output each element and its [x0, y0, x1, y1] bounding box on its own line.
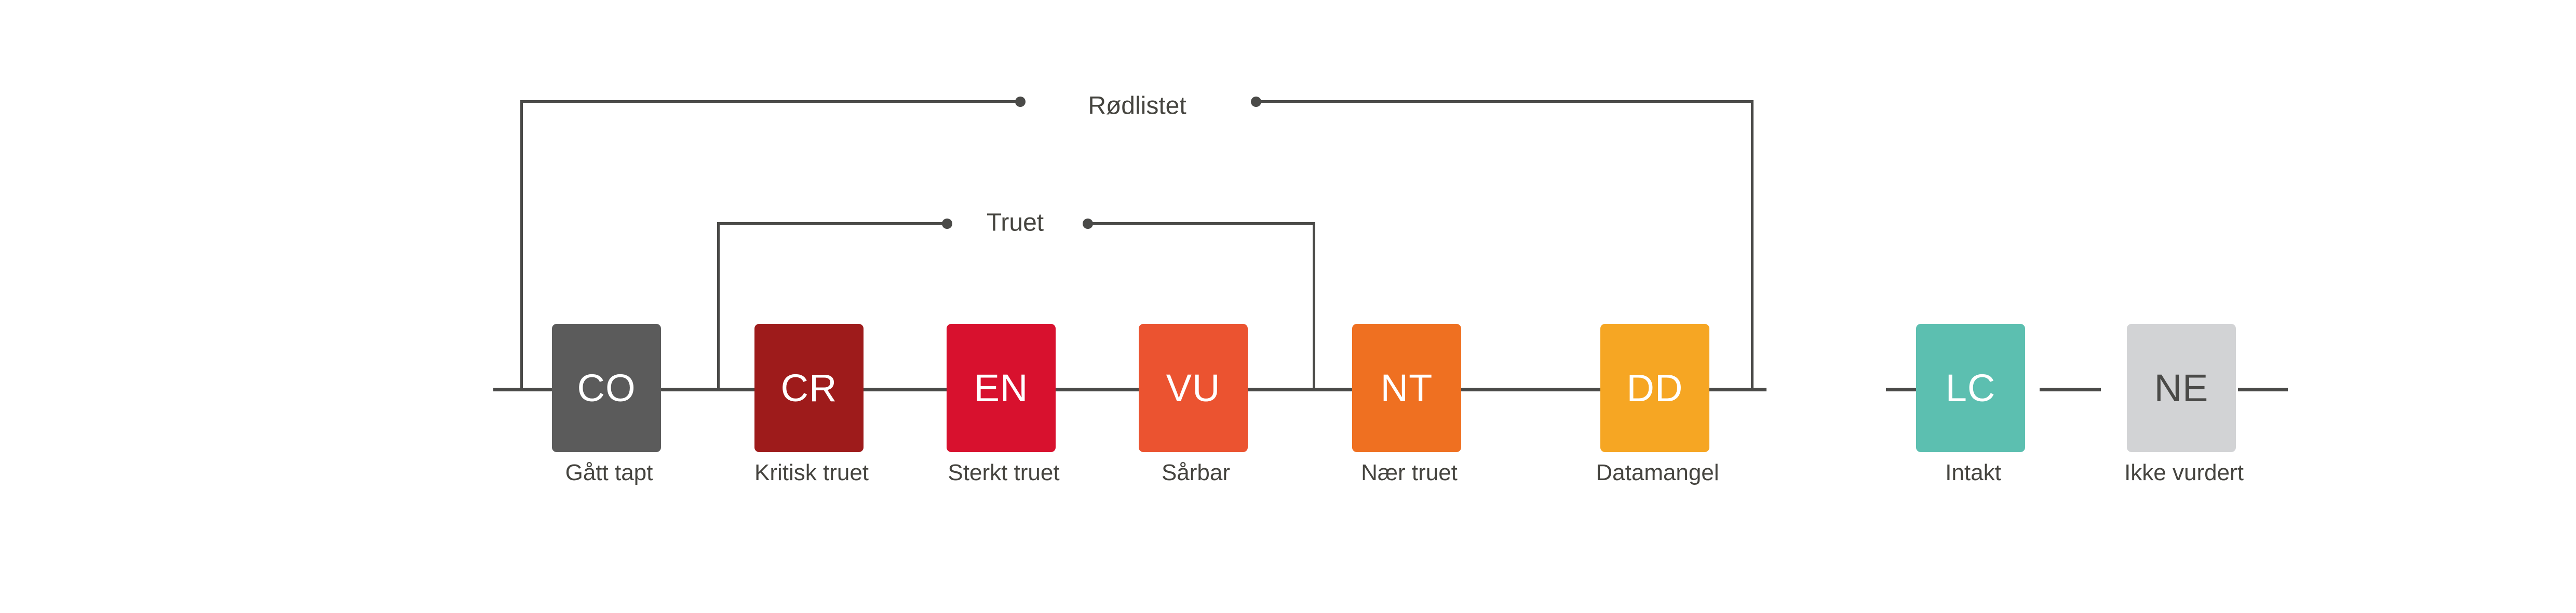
- category-label-ne: Ikke vurdert: [2124, 460, 2244, 485]
- category-box-cr[interactable]: CR: [754, 324, 864, 452]
- category-code-nt: NT: [1380, 366, 1433, 410]
- category-code-lc: LC: [1945, 366, 1996, 410]
- category-label-nt: Nær truet: [1361, 460, 1458, 485]
- category-box-en[interactable]: EN: [947, 324, 1056, 452]
- bracket-truet-right-arm: [1088, 222, 1315, 225]
- bracket-rodlistet-left-arm: [520, 100, 1020, 103]
- axis-segment-lc-right: [2040, 388, 2101, 391]
- axis-segment-ne-right: [2238, 388, 2288, 391]
- bracket-rodlistet-left-dot: [1015, 97, 1026, 107]
- category-code-co: CO: [577, 366, 636, 410]
- category-code-en: EN: [974, 366, 1029, 410]
- category-code-dd: DD: [1626, 366, 1683, 410]
- bracket-truet-right-dot: [1083, 219, 1093, 229]
- bracket-truet-label: Truet: [986, 209, 1044, 237]
- category-label-en: Sterkt truet: [948, 460, 1060, 485]
- bracket-truet-left-arm: [717, 222, 947, 225]
- axis-segment-main: [493, 388, 1766, 391]
- category-box-co[interactable]: CO: [552, 324, 661, 452]
- category-box-dd[interactable]: DD: [1600, 324, 1709, 452]
- category-label-dd: Datamangel: [1596, 460, 1719, 485]
- category-label-cr: Kritisk truet: [754, 460, 869, 485]
- category-box-vu[interactable]: VU: [1139, 324, 1248, 452]
- bracket-truet-left-leg: [717, 222, 720, 390]
- category-code-vu: VU: [1166, 366, 1221, 410]
- bracket-rodlistet-right-dot: [1251, 97, 1261, 107]
- bracket-truet-right-leg: [1313, 222, 1315, 390]
- bracket-rodlistet-left-leg: [520, 100, 523, 390]
- category-label-co: Gått tapt: [565, 460, 653, 485]
- category-label-vu: Sårbar: [1161, 460, 1231, 485]
- category-label-lc: Intakt: [1945, 460, 2001, 485]
- category-code-cr: CR: [780, 366, 838, 410]
- bracket-rodlistet-right-leg: [1751, 100, 1754, 390]
- bracket-truet-left-dot: [942, 219, 952, 229]
- bracket-rodlistet-label: Rødlistet: [1088, 92, 1186, 120]
- category-code-ne: NE: [2154, 366, 2209, 410]
- bracket-rodlistet-right-arm: [1256, 100, 1754, 103]
- category-box-ne[interactable]: NE: [2127, 324, 2236, 452]
- category-box-lc[interactable]: LC: [1916, 324, 2025, 452]
- category-box-nt[interactable]: NT: [1352, 324, 1461, 452]
